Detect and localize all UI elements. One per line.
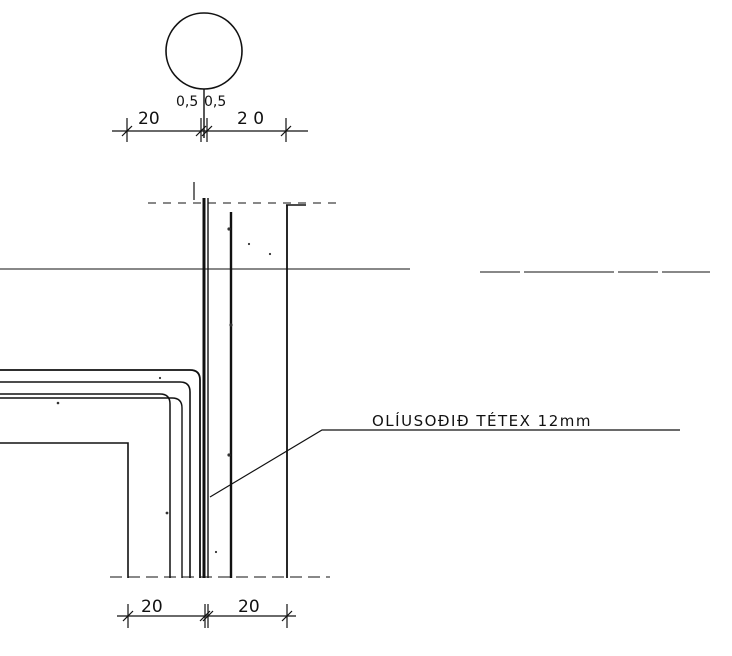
left-slab-outlines — [0, 369, 201, 578]
top-dimension-chain — [112, 118, 308, 142]
top-left-half-label: 0,5 — [176, 94, 198, 110]
callout-label: OLÍUSOÐIÐ TÉTEX 12mm — [372, 411, 592, 430]
concrete-speckles — [56, 227, 272, 554]
bottom-right-width-label: 20 — [238, 597, 260, 617]
top-right-width-label: 2 0 — [237, 109, 264, 129]
bottom-dimension-chain — [117, 604, 296, 628]
bottom-left-width-label: 20 — [141, 597, 163, 617]
top-left-width-label: 20 — [138, 109, 160, 129]
callout-leader — [209, 429, 680, 498]
column-marker-circle — [165, 12, 243, 90]
top-right-half-label: 0,5 — [204, 94, 226, 110]
